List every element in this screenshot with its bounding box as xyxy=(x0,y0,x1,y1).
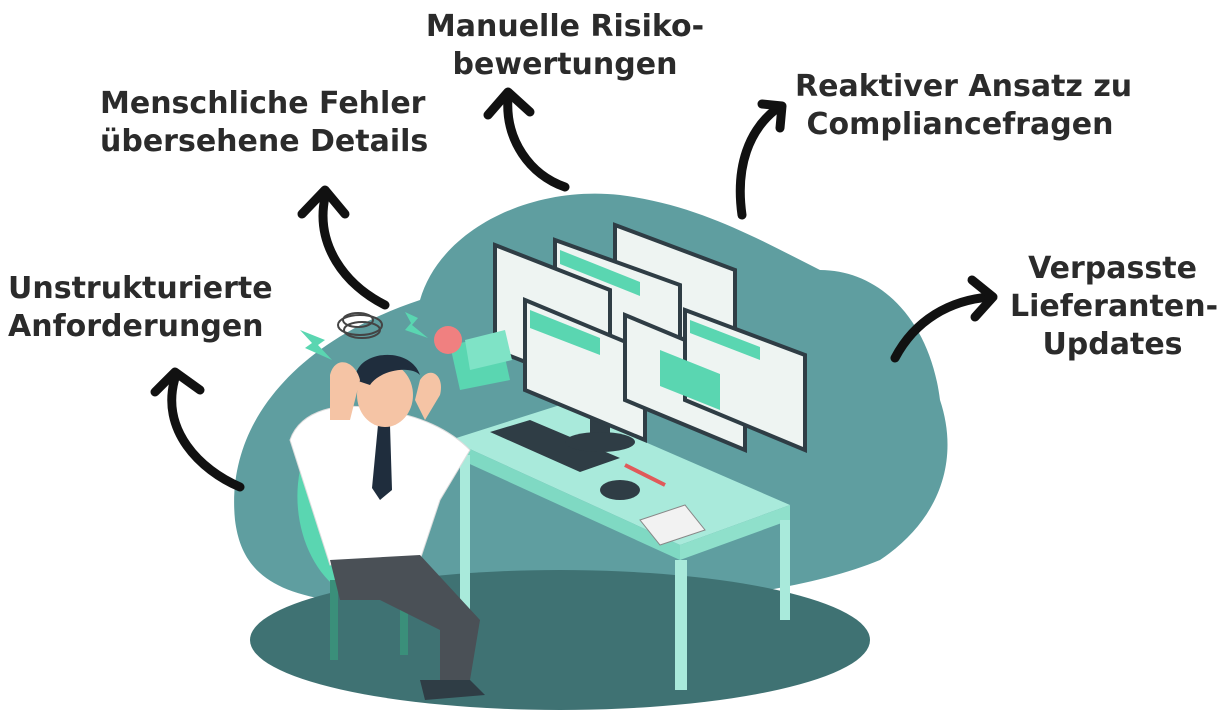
notepad xyxy=(639,504,706,546)
arrow-missed-updates xyxy=(890,292,995,363)
lightning-icon xyxy=(300,330,332,360)
arrow-unstructured-head xyxy=(150,367,205,397)
stress-scribble xyxy=(337,312,383,339)
arrow-reactive-head xyxy=(757,99,787,133)
label-line: bewertungen xyxy=(452,47,678,82)
label-missed-supplier-updates: Verpasste Lieferanten- Updates xyxy=(1010,250,1219,364)
monitor-base xyxy=(565,432,635,452)
label-line: Verpasste xyxy=(1028,251,1197,286)
label-line: Unstrukturierte xyxy=(8,271,273,306)
arrow-manual-risk xyxy=(503,93,570,192)
keyboard xyxy=(490,420,620,472)
label-line: Compliancefragen xyxy=(806,107,1114,142)
mouse xyxy=(600,480,640,500)
label-line: Updates xyxy=(1042,327,1183,362)
arrow-manual-risk-head xyxy=(483,87,535,120)
label-line: Anforderungen xyxy=(8,309,264,344)
arrow-reactive xyxy=(735,105,780,220)
arrow-missed-updates-head xyxy=(967,275,998,322)
label-line: übersehene Details xyxy=(100,124,429,159)
screens xyxy=(493,222,807,453)
arrow-human-error xyxy=(318,192,390,310)
label-line: Manuelle Risiko- xyxy=(425,9,705,44)
label-line: Menschliche Fehler xyxy=(100,86,426,121)
person xyxy=(289,354,485,700)
label-line: Lieferanten- xyxy=(1010,289,1219,324)
envelopes xyxy=(434,326,512,390)
lightning-icon xyxy=(405,312,428,338)
notification-icon xyxy=(434,326,462,354)
label-human-error: Menschliche Fehler übersehene Details xyxy=(100,85,429,161)
label-manual-risk-assessment: Manuelle Risiko- bewertungen xyxy=(420,8,710,84)
arrow-human-error-head xyxy=(297,185,350,219)
label-unstructured-requirements: Unstrukturierte Anforderungen xyxy=(8,270,273,346)
label-reactive-approach: Reaktiver Ansatz zu Compliancefragen xyxy=(795,68,1133,144)
label-line: Reaktiver Ansatz zu xyxy=(795,69,1133,104)
pencil xyxy=(624,463,666,487)
arrow-unstructured xyxy=(167,373,245,492)
